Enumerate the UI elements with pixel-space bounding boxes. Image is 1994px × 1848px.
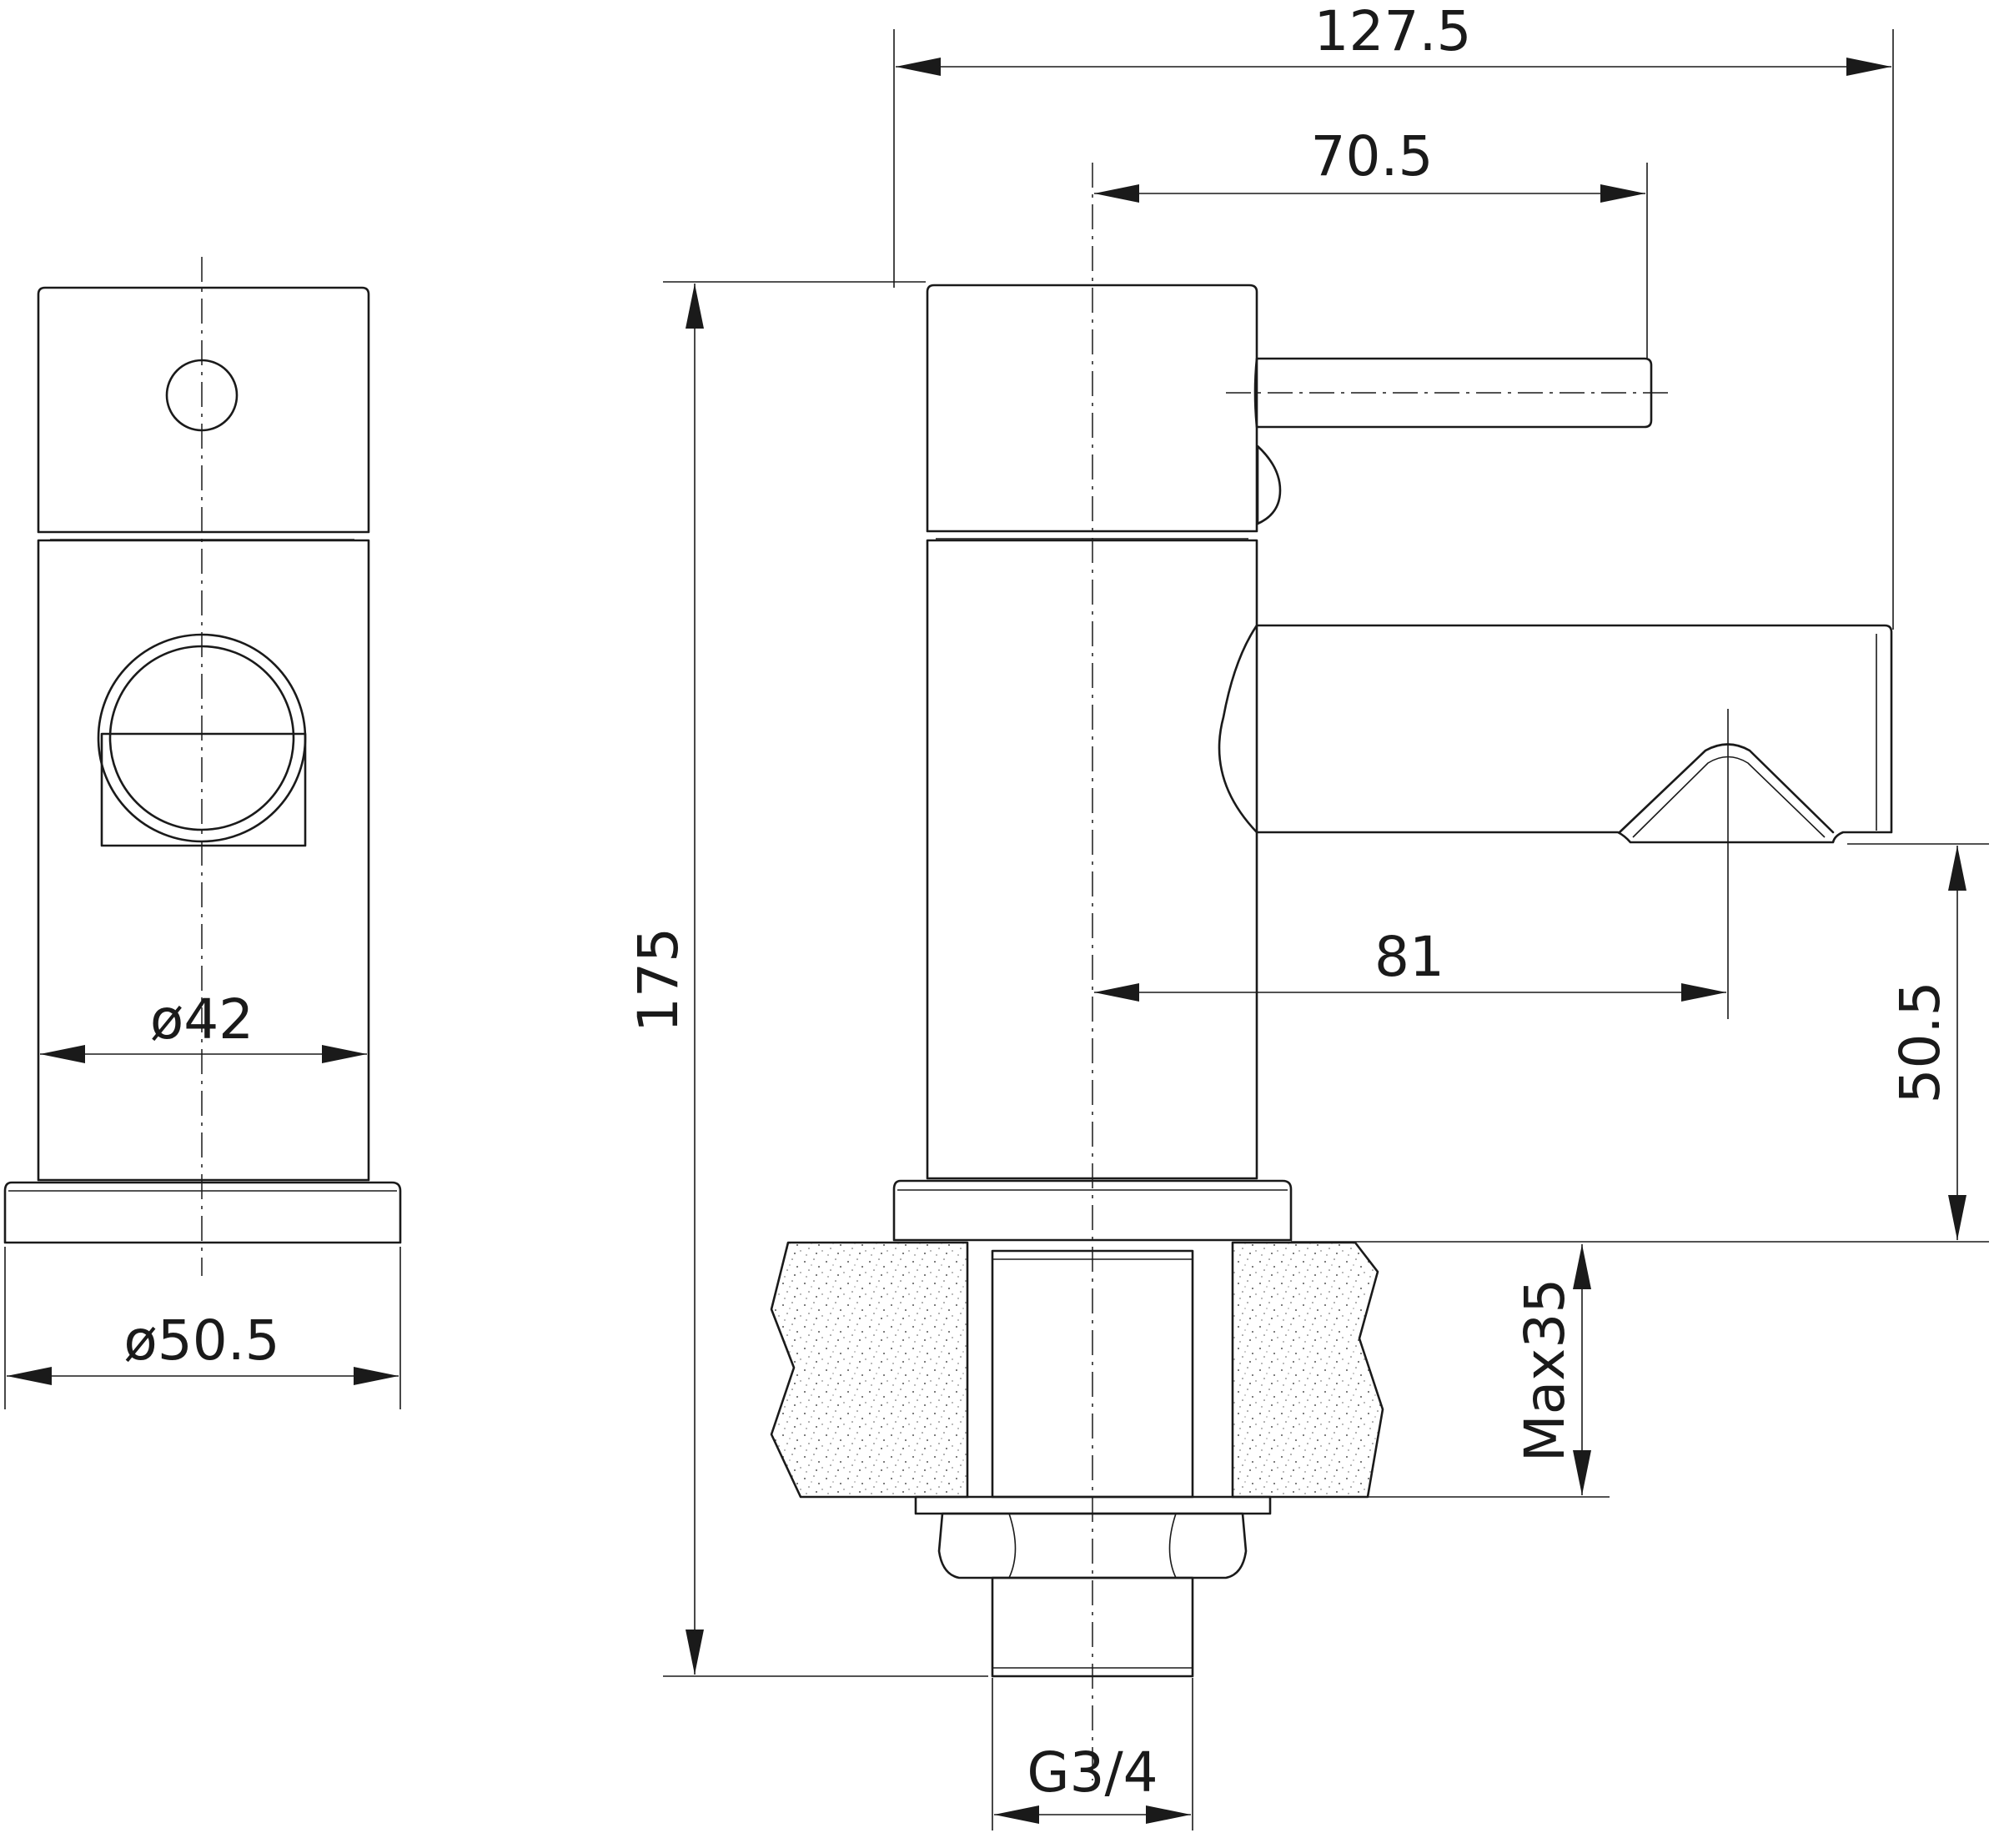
dim-spout-height-label: 50.5	[1888, 982, 1952, 1104]
side-base	[892, 1179, 1293, 1242]
dim-handle-reach-label: 70.5	[1311, 124, 1434, 188]
side-view: 127.5 70.5 175 81	[626, 0, 1989, 1830]
side-head	[926, 284, 1258, 533]
dim-max-deck-thickness: Max35	[1368, 1244, 1610, 1498]
dim-base-diameter-label: ø50.5	[123, 1308, 279, 1373]
side-lever	[1253, 357, 1653, 429]
side-spout	[1218, 624, 1893, 844]
front-spout-circle-outer	[97, 633, 307, 843]
front-spout-block	[100, 732, 307, 847]
dim-base-diameter: ø50.5	[4, 1247, 401, 1409]
countertop-right-section	[1231, 1241, 1384, 1499]
dim-connection-thread: G3/4	[992, 1678, 1193, 1830]
dim-spout-reach-label: 81	[1374, 925, 1444, 989]
front-handle-cap	[37, 286, 370, 534]
side-lever-button	[1256, 444, 1282, 525]
dim-total-height: 175	[626, 281, 988, 1677]
front-body	[37, 539, 370, 1182]
dim-body-diameter: ø42	[40, 987, 367, 1063]
front-view: ø42 ø50.5	[3, 257, 402, 1409]
dim-handle-reach: 70.5	[1094, 124, 1648, 359]
dim-connection-thread-label: G3/4	[1027, 1740, 1158, 1805]
side-tail-connector	[991, 1576, 1194, 1678]
front-spout-circle-inner	[108, 645, 295, 831]
dim-max-deck-thickness-label: Max35	[1513, 1278, 1577, 1462]
side-nut	[937, 1512, 1248, 1579]
countertop-left-section	[770, 1241, 969, 1499]
front-base	[3, 1181, 402, 1244]
dim-overall-width-label: 127.5	[1314, 0, 1472, 63]
dim-spout-reach: 81	[1094, 709, 1729, 1019]
dim-spout-height: 50.5	[1291, 843, 1989, 1243]
front-lever-circle	[165, 359, 239, 432]
dim-overall-width: 127.5	[893, 0, 1894, 630]
side-body	[926, 539, 1258, 1180]
dim-total-height-label: 175	[626, 927, 691, 1032]
dim-body-diameter-label: ø42	[150, 987, 254, 1052]
